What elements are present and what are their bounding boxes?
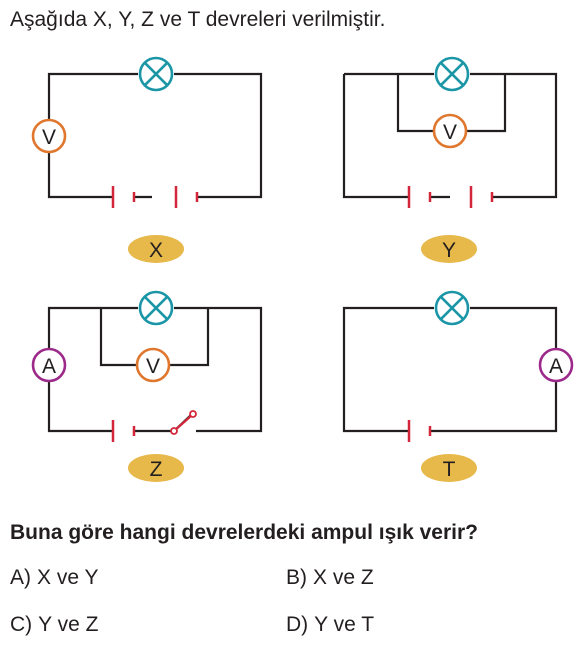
voltmeter-y: V — [432, 113, 468, 149]
option-c[interactable]: C)Y ve Z — [10, 613, 98, 637]
voltmeter-y-symbol: V — [443, 121, 457, 144]
voltmeter-x: V — [31, 118, 67, 154]
option-d[interactable]: D)Y ve T — [286, 613, 374, 637]
bulb-icon-y — [434, 56, 470, 92]
battery-y — [407, 186, 494, 208]
label-z: Z — [128, 454, 184, 482]
intro-text: Aşağıda X, Y, Z ve T devreleri verilmişt… — [10, 8, 386, 31]
ammeter-z: A — [31, 347, 67, 383]
label-z-text: Z — [150, 458, 163, 481]
option-b[interactable]: B) X ve Z — [286, 566, 374, 590]
circuit-y-wires — [342, 72, 558, 199]
switch-open-z — [170, 410, 197, 435]
circuit-t-wires — [342, 306, 558, 433]
option-c-text: Y ve Z — [38, 613, 99, 636]
label-t-text: T — [443, 458, 456, 481]
option-a[interactable]: A) X ve Y — [10, 566, 98, 590]
option-d-letter: D) — [286, 613, 309, 636]
battery-x — [111, 186, 199, 208]
option-b-letter: B) — [286, 566, 307, 589]
voltmeter-z: V — [135, 347, 171, 383]
ammeter-t: A — [538, 347, 574, 383]
option-d-text: Y ve T — [314, 613, 375, 636]
voltmeter-z-symbol: V — [146, 355, 160, 378]
bulb-icon-z — [138, 290, 174, 326]
circuit-diagrams: V V V A A X Y Z T — [31, 56, 574, 482]
ammeter-z-symbol: A — [42, 355, 56, 378]
battery-t — [407, 420, 432, 442]
option-a-letter: A) — [10, 566, 31, 589]
circuit-x-wires — [47, 72, 263, 199]
bulb-icon-t — [434, 290, 470, 326]
label-y: Y — [421, 235, 477, 263]
label-x: X — [128, 235, 184, 263]
question-text: Buna göre hangi devrelerdeki ampul ışık … — [10, 521, 478, 544]
label-x-text: X — [149, 239, 163, 262]
battery-z — [111, 420, 136, 442]
bulb-icon-x — [138, 56, 174, 92]
label-t: T — [421, 454, 477, 482]
label-y-text: Y — [442, 239, 456, 262]
voltmeter-x-symbol: V — [42, 126, 56, 149]
ammeter-t-symbol: A — [549, 355, 563, 378]
option-c-letter: C) — [10, 613, 33, 636]
option-b-text: X ve Z — [313, 566, 374, 589]
option-a-text: X ve Y — [37, 566, 99, 589]
